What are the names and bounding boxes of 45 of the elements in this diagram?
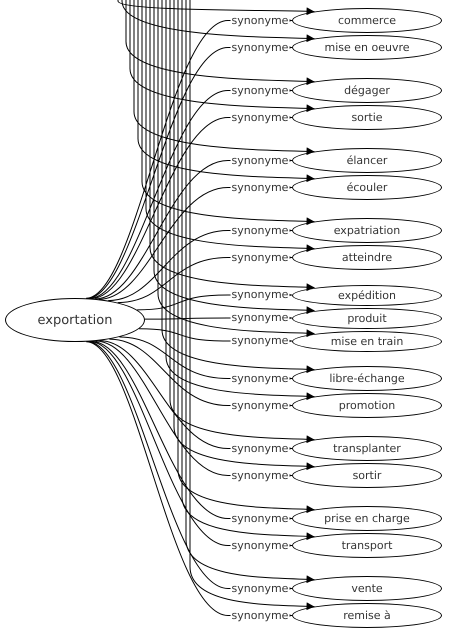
node-ellipse: produit xyxy=(292,308,442,328)
node-ellipse: expédition xyxy=(292,284,442,306)
edge-label: synonyme xyxy=(230,512,290,524)
edge-label: synonyme xyxy=(230,582,290,594)
arrow xyxy=(130,0,315,112)
edge-label: synonyme xyxy=(230,470,290,482)
edge-label: synonyme xyxy=(230,289,290,301)
node-ellipse: dégager xyxy=(292,78,442,103)
node-ellipse: sortir xyxy=(292,463,442,488)
edge-label: synonyme xyxy=(230,442,290,454)
arrow xyxy=(118,0,315,16)
edge-label: synonyme xyxy=(230,610,290,622)
edge-label: synonyme xyxy=(230,372,290,384)
arrow xyxy=(122,0,315,42)
edge-label: synonyme xyxy=(230,42,290,54)
node-ellipse: mise en oeuvre xyxy=(292,35,442,60)
node-ellipse: expatriation xyxy=(292,218,442,243)
arrow xyxy=(138,0,315,182)
arrow xyxy=(134,0,315,156)
node-ellipse: élancer xyxy=(292,148,442,173)
node-ellipse: promotion xyxy=(292,393,442,418)
node-ellipse: prise en charge xyxy=(292,506,442,531)
arrow xyxy=(126,0,315,86)
node-ellipse: remise à xyxy=(292,603,442,628)
edge-label: synonyme xyxy=(230,312,290,324)
edge-label: synonyme xyxy=(230,84,290,96)
edge-label: synonyme xyxy=(230,335,290,347)
edge-label: synonyme xyxy=(230,112,290,124)
node-ellipse: écouler xyxy=(292,175,442,200)
node-ellipse: sortie xyxy=(292,105,442,130)
edge-label: synonyme xyxy=(230,182,290,194)
node-ellipse: libre-échange xyxy=(292,366,442,391)
edge-label: synonyme xyxy=(230,400,290,412)
edge-label: synonyme xyxy=(230,252,290,264)
edge-label: synonyme xyxy=(230,540,290,552)
node-ellipse: mise en train xyxy=(292,330,442,352)
node-ellipse: transport xyxy=(292,533,442,558)
edge-label: synonyme xyxy=(230,224,290,236)
edge-label: synonyme xyxy=(230,14,290,26)
node-ellipse: commerce xyxy=(292,8,442,33)
node-ellipse: transplanter xyxy=(292,436,442,461)
edge-label: synonyme xyxy=(230,154,290,166)
node-ellipse: vente xyxy=(292,576,442,601)
node-ellipse: exportation xyxy=(5,298,145,342)
node-ellipse: atteindre xyxy=(292,245,442,270)
